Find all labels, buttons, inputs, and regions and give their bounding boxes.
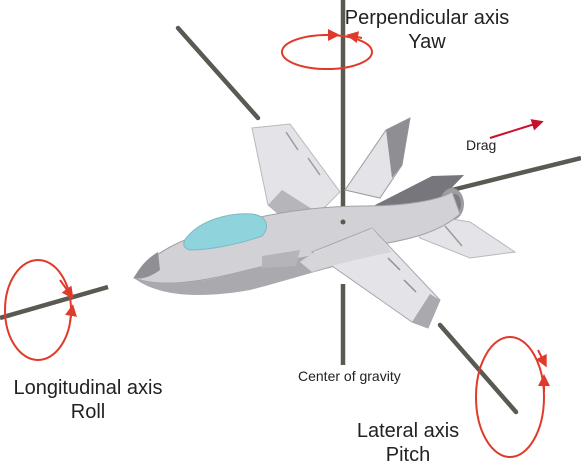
near-wing-stripe-2 <box>403 279 417 293</box>
roll-label: Roll <box>70 401 106 424</box>
tail-fin-left-shade <box>386 118 410 178</box>
drag-label: Drag <box>466 137 497 153</box>
roll-arrowhead-top <box>59 279 74 299</box>
far-wing-stripe-2 <box>307 157 321 176</box>
roll-arrowhead-bottom <box>65 304 77 323</box>
yaw-arrowhead-right <box>346 31 363 44</box>
yaw-label: Yaw <box>408 31 446 54</box>
perpendicular-axis-label: Perpendicular axis Yaw <box>342 6 512 55</box>
cockpit-canopy <box>183 213 268 251</box>
center-of-gravity-label: Center of gravity <box>298 368 401 384</box>
far-wing-stripe-1 <box>285 131 299 151</box>
longitudinal-axis-label: Longitudinal axis Roll <box>4 376 172 425</box>
longitudinal-axis-front <box>0 284 109 321</box>
near-wing-root <box>300 228 392 272</box>
lateral-axis-lower <box>437 322 519 415</box>
air-intake <box>262 250 300 268</box>
longitudinal-axis-title: Longitudinal axis <box>13 377 163 399</box>
near-wing-shade <box>412 294 440 328</box>
center-of-gravity-point <box>340 219 346 225</box>
pitch-label: Pitch <box>385 444 431 467</box>
nose-cone <box>134 252 160 279</box>
lateral-axis-title: Lateral axis <box>356 420 460 442</box>
lateral-axis-upper <box>175 25 261 121</box>
drag-arrow <box>489 119 544 139</box>
fighter-jet <box>133 117 517 329</box>
longitudinal-axis-rear <box>451 155 581 193</box>
stabilizer-stripe <box>444 225 463 247</box>
pitch-arrowhead-top <box>535 349 547 368</box>
pitch-rotation-arrow <box>475 336 545 458</box>
near-wing-stripe-1 <box>387 257 401 271</box>
roll-rotation-arrow <box>4 259 72 361</box>
perpendicular-axis-title: Perpendicular axis <box>344 7 510 29</box>
lateral-axis-label: Lateral axis Pitch <box>352 419 464 468</box>
